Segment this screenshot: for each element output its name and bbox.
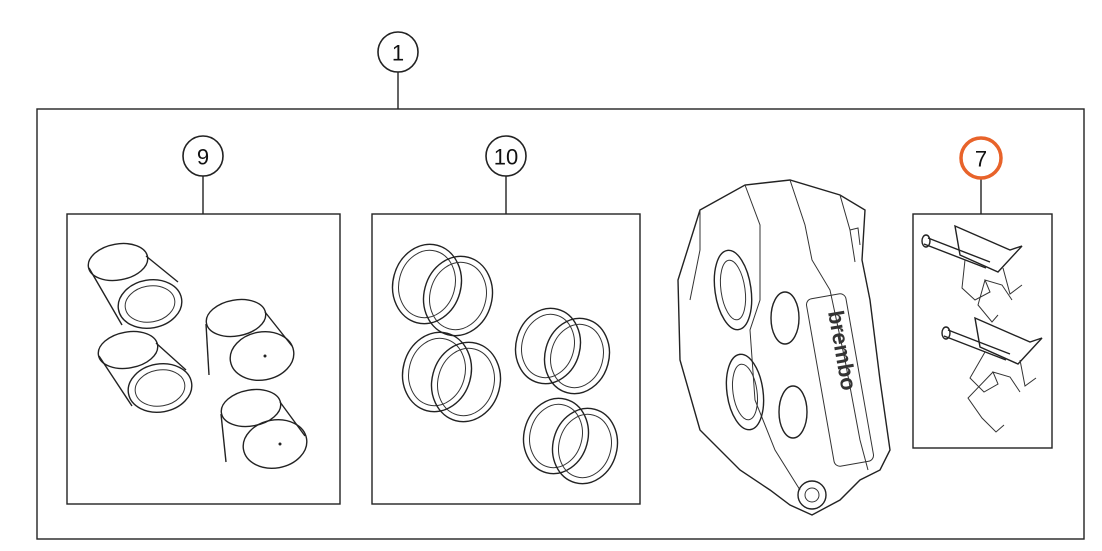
seal-ring-illustration (391, 243, 619, 485)
callout-pistons-label: 9 (197, 145, 209, 170)
callout-pistons[interactable]: 9 (182, 135, 224, 177)
piston-illustration (87, 242, 308, 469)
pin-kit-box (912, 213, 1053, 449)
piston-set-box (66, 213, 341, 505)
pin-and-spring-illustration (921, 224, 1043, 433)
callout-pins-label: 7 (975, 147, 987, 172)
brake-caliper-illustration: brembo (677, 179, 891, 516)
caliper-brand-text: brembo (823, 309, 862, 393)
callout-assembly[interactable]: 1 (377, 31, 419, 73)
callout-seals[interactable]: 10 (485, 135, 527, 177)
callout-assembly-label: 1 (392, 41, 404, 66)
assembly-frame (36, 108, 1085, 540)
callout-pins[interactable]: 7 (959, 136, 1003, 180)
callout-seals-label: 10 (494, 145, 518, 170)
